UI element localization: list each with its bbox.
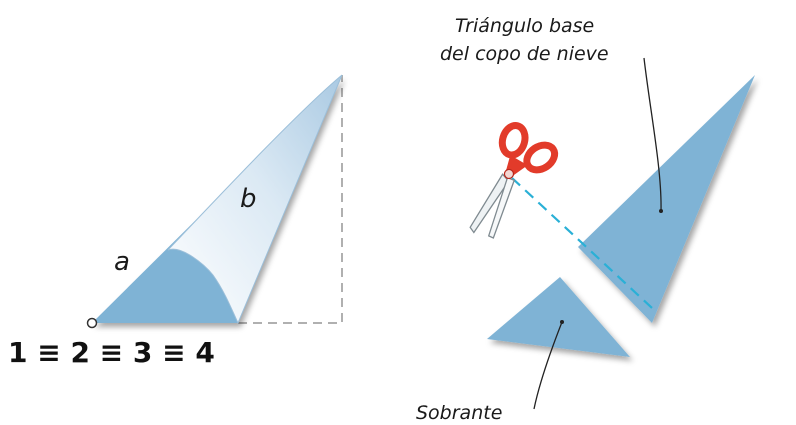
equivalence-label: 1 ≡ 2 ≡ 3 ≡ 4 [8, 336, 215, 369]
label-b: b [240, 184, 257, 214]
curled-paper-flap [167, 74, 343, 325]
base-triangle-leader-dot [659, 209, 663, 213]
base-triangle-label-line2: del copo de nieve [440, 43, 609, 65]
base-triangle-label-line1: Triángulo base [455, 15, 594, 37]
label-a: a [114, 247, 130, 277]
dashed-original-edge [238, 75, 343, 324]
scissors-icon [469, 122, 559, 239]
vertex-point [86, 317, 98, 329]
leftover-leader-line [533, 321, 563, 410]
leftover-triangle [487, 277, 630, 357]
leftover-label: Sobrante [416, 402, 502, 424]
leftover-leader-dot [560, 320, 564, 324]
snowflake-base-triangle [578, 75, 755, 323]
cut-line [511, 177, 653, 309]
base-triangle-leader-line [643, 57, 662, 212]
folded-paper-triangle [86, 74, 343, 329]
